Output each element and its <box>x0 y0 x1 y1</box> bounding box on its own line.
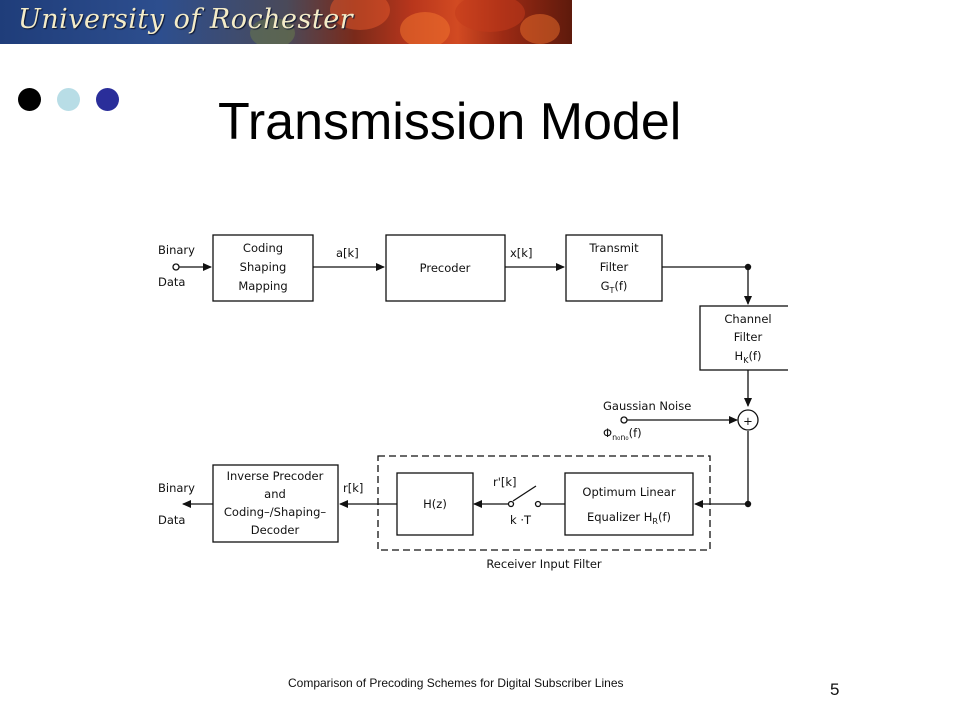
shaping-label: Shaping <box>240 260 287 274</box>
noise-psd-label: Φn₀n₀(f) <box>603 426 642 442</box>
slide-title: Transmission Model <box>218 93 682 151</box>
equalizer-line2: Equalizer HR(f) <box>587 510 671 526</box>
equalizer-line1: Optimum Linear <box>582 485 675 499</box>
summer-symbol: + <box>743 414 753 428</box>
signal-a-label: a[k] <box>336 246 359 260</box>
mapping-label: Mapping <box>238 279 287 293</box>
bullet-dot-blue <box>96 88 119 111</box>
inverse-precoder-block <box>212 464 339 543</box>
hz-label: H(z) <box>423 497 447 511</box>
receiver-input-filter-frame <box>377 455 711 551</box>
bullet-dot-black <box>18 88 41 111</box>
slide-footer: Comparison of Precoding Schemes for Digi… <box>288 676 624 690</box>
university-banner: University of Rochester <box>0 0 572 44</box>
transmit-filter-block <box>565 234 663 302</box>
bullet-dot-lightblue <box>57 88 80 111</box>
signal-r-label: r[k] <box>343 481 363 495</box>
inverse-line2: and <box>264 487 286 501</box>
channel-label: Channel <box>724 312 771 326</box>
coding-shaping-mapping-block <box>212 234 314 302</box>
transmission-block-diagram: + Binary Data Binary Data Coding Shaping… <box>158 234 788 571</box>
output-label-line1: Binary <box>158 481 195 495</box>
transmit-filter-label: Filter <box>600 260 629 274</box>
summer-circle <box>737 409 759 431</box>
noise-label: Gaussian Noise <box>603 399 691 413</box>
channel-filter-block <box>699 305 788 371</box>
inverse-line3: Coding–/Shaping– <box>224 505 326 519</box>
inverse-line4: Decoder <box>251 523 300 537</box>
banner-text: University of Rochester <box>18 4 354 35</box>
equalizer-block <box>564 472 694 536</box>
sampler-label: k ·T <box>510 513 532 527</box>
input-label-line2: Data <box>158 275 185 289</box>
signal-r-prime-label: r'[k] <box>493 475 517 489</box>
output-label-line2: Data <box>158 513 185 527</box>
inverse-line1: Inverse Precoder <box>227 469 324 483</box>
channel-filter-label: Filter <box>734 330 763 344</box>
hz-block <box>396 472 474 536</box>
transmit-gt-label: GT(f) <box>601 279 628 295</box>
receiver-input-filter-label: Receiver Input Filter <box>486 557 602 571</box>
signal-x-label: x[k] <box>510 246 532 260</box>
coding-label: Coding <box>243 241 283 255</box>
transmit-label: Transmit <box>588 241 639 255</box>
channel-hk-label: HK(f) <box>735 349 762 365</box>
precoder-label: Precoder <box>420 261 471 275</box>
input-label-line1: Binary <box>158 243 195 257</box>
precoder-block <box>385 234 506 302</box>
page-number: 5 <box>830 680 840 699</box>
